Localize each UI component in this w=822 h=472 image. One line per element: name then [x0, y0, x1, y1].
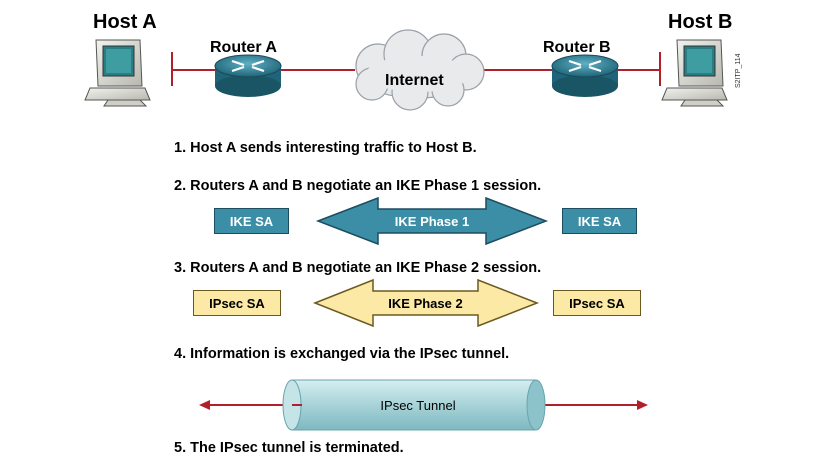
step-1: 1. Host A sends interesting traffic to H… [174, 140, 477, 156]
ike-phase1-label: IKE Phase 1 [394, 214, 470, 229]
ike-phase2-arrow [312, 278, 540, 328]
router-b-label: Router B [543, 39, 611, 56]
step-2: 2. Routers A and B negotiate an IKE Phas… [174, 178, 542, 194]
ipsec-tunnel-pipe [199, 379, 648, 431]
internet-cloud-icon [355, 29, 485, 111]
ipsec-sa-right-box: IPsec SA [553, 290, 641, 316]
host-a-label: Host A [93, 11, 157, 33]
step-5: 5. The IPsec tunnel is terminated. [174, 440, 404, 456]
host-b-label: Host B [668, 11, 733, 33]
ike-sa-left-box: IKE SA [214, 208, 289, 234]
network-links [171, 52, 661, 86]
step-4: 4. Information is exchanged via the IPse… [174, 346, 510, 362]
host-b-computer-icon [661, 39, 728, 107]
figure-code: S2ITP_114 [735, 53, 742, 88]
ike-sa-right-box: IKE SA [562, 208, 637, 234]
host-a-computer-icon [84, 39, 151, 107]
ipsec-tunnel-label: IPsec Tunnel [380, 398, 456, 413]
ipsec-sa-left-box: IPsec SA [193, 290, 281, 316]
router-b-icon [551, 54, 619, 97]
ike-phase2-label: IKE Phase 2 [388, 296, 463, 311]
step-3: 3. Routers A and B negotiate an IKE Phas… [174, 260, 542, 276]
ike-phase1-arrow [315, 196, 549, 246]
router-a-icon [214, 54, 282, 97]
internet-label: Internet [385, 72, 444, 89]
router-a-label: Router A [210, 39, 277, 56]
